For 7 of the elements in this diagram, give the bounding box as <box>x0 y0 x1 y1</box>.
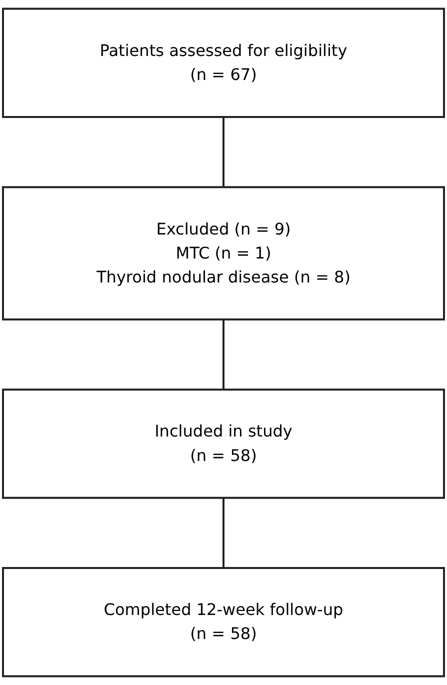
process-box: Excluded (n = 9) MTC (n = 1) Thyroid nodular disease (n = 8) <box>2 186 445 320</box>
process-box: Patients assessed for eligibility (n = 67) <box>2 8 445 118</box>
process-box: Included in study (n = 58) <box>2 388 445 499</box>
process-box: Completed 12-week follow-up (n = 58) <box>2 567 445 678</box>
connector-line <box>222 498 224 568</box>
connector-line <box>222 319 224 390</box>
connector-line <box>222 117 224 188</box>
